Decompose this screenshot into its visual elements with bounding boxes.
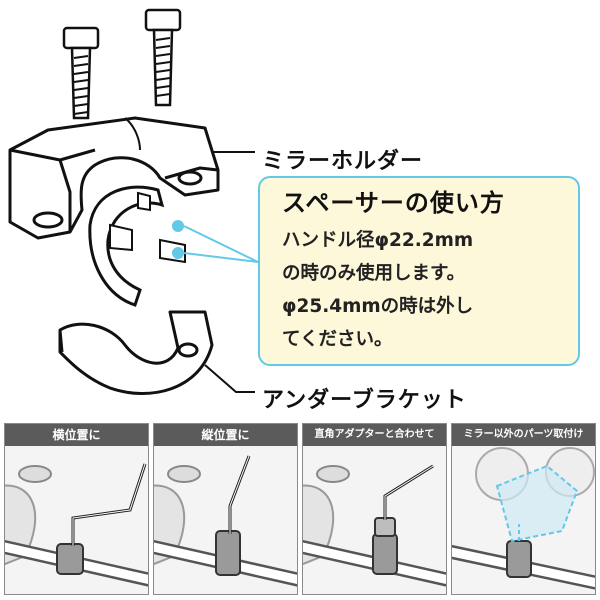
- usage-panel-vertical: 縦位置に: [153, 423, 298, 595]
- label-mirror-holder: ミラーホルダー: [262, 143, 423, 175]
- vertical-mount-illustration: [154, 446, 298, 595]
- bolt-right: [146, 10, 180, 105]
- spacer-note-line: φ25.4mmの時は外し: [282, 290, 564, 323]
- spacer-tab-marker: [172, 220, 184, 232]
- spacer-note-title: スペーサーの使い方: [282, 186, 564, 220]
- spacer-ring: [90, 187, 185, 305]
- bolt-left: [64, 28, 98, 118]
- panel-title: 横位置に: [5, 424, 148, 446]
- other-parts-mount-illustration: [452, 446, 596, 595]
- spacer-note-line: ハンドル径φ22.2mm: [282, 224, 564, 257]
- spacer-tab-marker: [172, 247, 184, 259]
- panel-title: 直角アダプターと合わせて: [303, 424, 446, 446]
- leader-under-bracket: [205, 365, 255, 392]
- usage-panel-other-parts: ミラー以外のパーツ取付け: [451, 423, 596, 595]
- usage-panel-horizontal: 横位置に: [4, 423, 149, 595]
- adapter-mount-illustration: [303, 446, 447, 595]
- usage-panel-adapter: 直角アダプターと合わせて: [302, 423, 447, 595]
- under-bracket-part: [60, 312, 212, 394]
- spacer-note-line: てください。: [282, 323, 564, 356]
- spacer-note-line: の時のみ使用します。: [282, 257, 564, 290]
- usage-panels: 横位置に 縦位置に 直角アダプターと合わせて: [4, 423, 596, 595]
- horizontal-mount-illustration: [5, 446, 149, 595]
- panel-title: ミラー以外のパーツ取付け: [452, 424, 595, 446]
- spacer-usage-note: スペーサーの使い方 ハンドル径φ22.2mm の時のみ使用します。 φ25.4m…: [258, 176, 580, 366]
- label-under-bracket: アンダーブラケット: [262, 382, 467, 414]
- panel-title: 縦位置に: [154, 424, 297, 446]
